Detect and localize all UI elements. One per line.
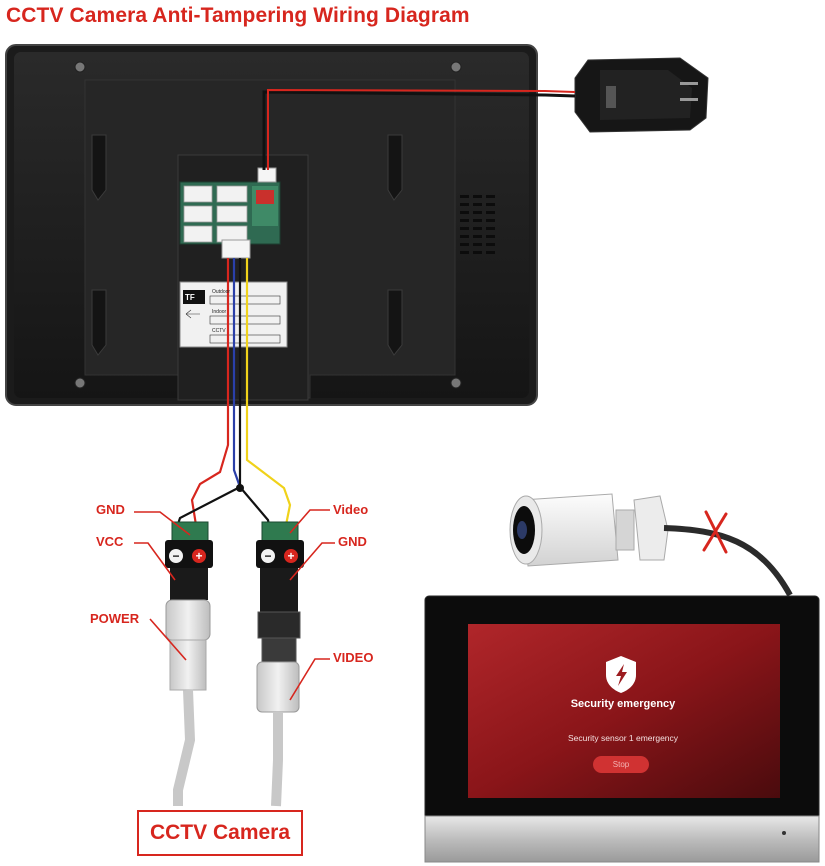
- svg-text:+: +: [287, 549, 294, 563]
- diagram-title: CCTV Camera Anti-Tampering Wiring Diagra…: [6, 4, 470, 27]
- label-leaders: [134, 509, 335, 701]
- cctv-camera-label: CCTV Camera: [149, 821, 291, 844]
- alarm-message: Security sensor 1 emergency: [567, 733, 679, 743]
- label-power: POWER: [90, 611, 140, 626]
- power-connector: − +: [165, 521, 213, 806]
- svg-text:+: +: [195, 549, 202, 563]
- cut-cross-icon: [702, 510, 728, 554]
- sticker-indoor: Indoor: [212, 309, 227, 315]
- screw-icon: [74, 61, 462, 389]
- svg-text:−: −: [264, 549, 271, 563]
- label-gnd-left: GND: [96, 502, 125, 517]
- label-vcc: VCC: [96, 534, 124, 549]
- indoor-monitor: [424, 595, 820, 863]
- label-gnd-right: GND: [338, 534, 367, 549]
- tf-logo: TF: [185, 293, 195, 302]
- alarm-title: Security emergency: [570, 698, 676, 710]
- cctv-camera-box: CCTV Camera: [137, 810, 303, 856]
- label-video-top: Video: [333, 502, 369, 517]
- sticker-cctv: CCTV: [212, 328, 226, 334]
- bullet-camera: [509, 493, 793, 597]
- shield-alert-icon: [606, 656, 636, 693]
- video-connector: − +: [256, 521, 304, 807]
- label-video-bottom: VIDEO: [333, 650, 374, 665]
- svg-text:−: −: [172, 549, 179, 563]
- sticker-outdoor: Outdoor: [212, 289, 231, 295]
- power-adapter: [574, 57, 709, 133]
- stop-button[interactable]: Stop: [593, 756, 649, 773]
- monitor-back: [5, 44, 538, 406]
